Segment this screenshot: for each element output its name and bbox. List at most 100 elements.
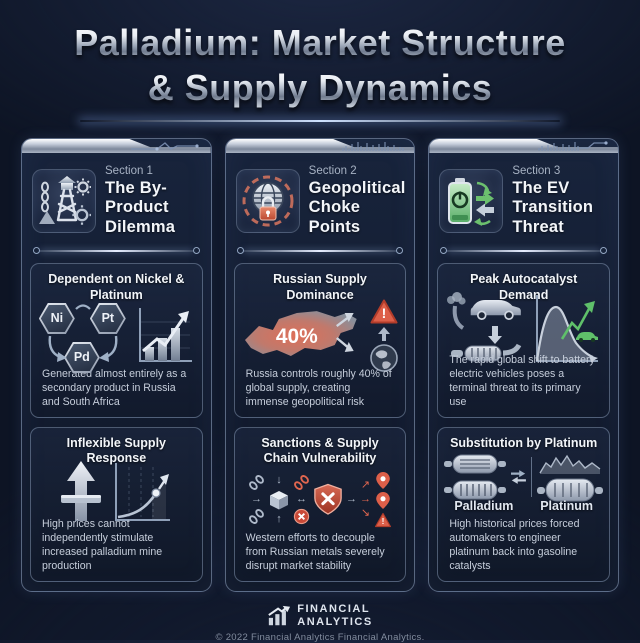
broken-chain-icon [294,475,309,491]
up-right-arrow-icon: ↗ [360,479,371,492]
ev-battery-arrows-icon [439,169,504,234]
palladium-converters [444,454,507,500]
globe-icon [370,344,399,373]
brand-logo: FINANCIAL ANALYTICS [267,603,372,628]
right-arrow-icon: → [251,493,262,506]
dot-divider [236,247,404,255]
brand-line1: FINANCIAL [297,603,371,615]
bar-chart-arrow-logo-icon [268,605,291,625]
card-icon-row [444,291,603,362]
card-description: Russia controls roughly 40% of global su… [245,367,392,409]
card-heading: Peak Autocatalyst Demand [470,272,578,302]
section-title: The EV Transition Threat [512,179,594,236]
package-cluster: ↓ ↑ [268,473,290,525]
red-chain-cluster: ↔ [293,474,310,525]
page-title-line1: Palladium: Market Structure [0,20,640,65]
card-icon-row: 40% ! [241,299,400,373]
palladium-label: Palladium [454,498,514,513]
metal-hexagons-icon: Ni Pt Pd [38,296,128,376]
card-sanctions-vulnerability: Sanctions & Supply Chain Vulnerability →… [233,427,407,582]
card-heading: Sanctions & Supply Chain Vulnerability [261,436,379,466]
waveform-line-decoration-icon [538,141,608,151]
vertical-divider [531,457,533,497]
section-header-text: Section 2 Geopolitical Choke Points [309,165,407,237]
section-label: Section 1 [105,165,153,177]
copyright-text: © 2022 Financial Analytics Financial Ana… [215,632,425,643]
card-inflexible-supply: Inflexible Supply Response [30,427,203,582]
shield-x-icon [314,484,342,515]
location-pin-icon [376,491,390,509]
panel-ev-transition-threat: Section 3 The EV Transition Threat Peak … [428,138,620,592]
catalytic-converter-icon [444,480,507,500]
card-heading: Dependent on Nickel & Platinum [48,272,185,302]
converter-labels: Palladium Platinum [444,499,603,513]
card-icon-row [444,454,604,502]
fan-arrows: ↗ → ↘ [360,480,371,519]
card-peak-autocatalyst: Peak Autocatalyst Demand [437,263,611,419]
section-title: Geopolitical Choke Points [308,179,406,236]
chain-icon [249,509,264,525]
section-header: Section 1 The By-Product Dilemma [22,139,211,245]
section-label: Section 2 [308,165,357,177]
russia-map-icon: 40% [244,311,357,356]
catalytic-converter-icon [537,478,604,502]
up-arrow-icon: ↑ [276,512,282,525]
swap-arrows-icon [511,470,527,484]
card-russian-supply-dominance: Russian Supply Dominance 40% ! [233,263,407,419]
car-exhaust-catalyst-icon [447,291,522,362]
hex-flow-arrows-icon [48,304,118,362]
panel-by-product-dilemma: Section 1 The By-Product Dilemma Depende… [21,138,212,592]
blocked-up-arrow-icon [60,460,101,521]
circle-x-icon [293,509,310,525]
section-label: Section 3 [512,165,561,177]
card-dependent-nickel-platinum: Dependent on Nickel & Platinum Ni Pt Pd [30,263,203,419]
package-icon [270,490,288,510]
price-sparkline-icon [539,454,601,474]
waveform-decoration-icon [342,142,404,151]
destination-cluster: ! [374,471,392,528]
card-heading: Substitution by Platinum [450,436,598,451]
exponential-curve-chart-icon [114,462,170,521]
title-glow-divider [80,120,560,122]
card-icon-row: → ↓ ↑ [241,471,400,528]
section-header-text: Section 1 The By-Product Dilemma [105,165,203,237]
location-pin-icon [376,471,390,489]
circuit-line-decoration-icon [130,142,199,151]
chain-cluster: → [248,474,265,525]
card-heading: Inflexible Supply Response [66,436,166,466]
section-title: The By-Product Dilemma [105,179,176,236]
footer: FINANCIAL ANALYTICS © 2022 Financial Ana… [0,603,640,643]
card-substitution-platinum: Substitution by Platinum [437,427,611,582]
chain-icon [249,475,264,491]
card-description: The rapid global shift to battery electr… [449,353,595,409]
card-heading: Russian Supply Dominance [273,272,367,302]
platinum-side [537,453,604,502]
dot-divider [33,247,200,255]
svg-text:!: ! [382,305,387,321]
risk-icon-stack: ! [369,298,399,373]
card-description: Western efforts to decouple from Russian… [245,531,385,572]
left-right-arrow-icon: ↔ [296,493,307,506]
section-header: Section 2 Geopolitical Choke Points [226,139,415,245]
panel-geopolitical-choke-points: Section 2 Geopolitical Choke Points Russ… [224,138,416,592]
globe-lock-icon [235,169,300,234]
warning-triangle-icon: ! [374,512,391,527]
down-right-arrow-icon: ↘ [360,507,371,520]
down-arrow-icon: ↓ [276,473,282,486]
section-header: Section 3 The EV Transition Threat [429,139,618,245]
card-icon-row: Ni Pt Pd [37,302,196,373]
page-title-line2: & Supply Dynamics [0,65,640,110]
brand-text: FINANCIAL ANALYTICS [297,603,372,628]
platinum-label: Platinum [540,498,594,513]
card-description: High historical prices forced automakers… [449,517,580,572]
peak-decline-chart-icon [536,294,599,362]
russia-supply-stat: 40% [276,325,318,348]
up-arrow-icon [378,327,391,342]
page-title: Palladium: Market Structure & Supply Dyn… [0,0,640,122]
right-arrow-icon: → [346,493,357,506]
right-arrow-icon: → [360,493,371,506]
rising-bar-chart-icon [138,307,192,362]
brand-line2: ANALYTICS [297,615,373,628]
green-ev-car-icon [576,331,599,342]
catalytic-converter-icon [444,454,507,474]
